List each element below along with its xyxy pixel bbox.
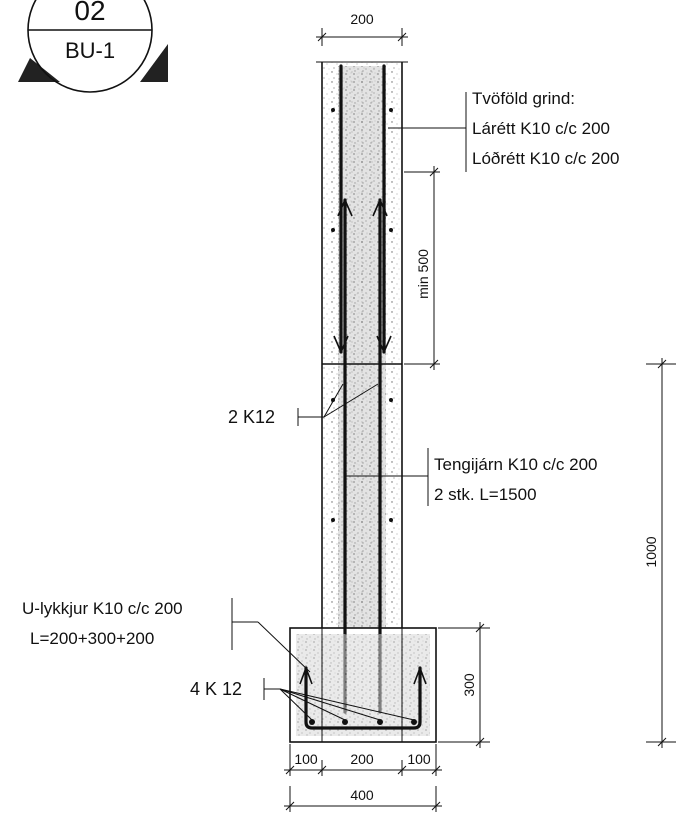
wall xyxy=(316,61,408,628)
label-u-bars: U-lykkjur K10 c/c 200 L=200+300+200 xyxy=(22,598,311,673)
label-dowels-line2: 2 stk. L=1500 xyxy=(434,485,537,504)
dim-footing-width-text: 400 xyxy=(350,787,374,803)
label-u-bars-line1: U-lykkjur K10 c/c 200 xyxy=(22,599,183,618)
wall-rebar xyxy=(331,64,393,714)
badge-bottom-text: BU-1 xyxy=(65,38,115,63)
dim-height-total-text: 1000 xyxy=(643,536,659,567)
dim-footing-height-text: 300 xyxy=(461,673,477,697)
dim-height-total: 1000 xyxy=(643,358,676,748)
dim-wall-width-text: 200 xyxy=(350,11,374,27)
dim-seg-left-text: 100 xyxy=(294,751,318,767)
dim-footing-segments: 100 200 100 xyxy=(284,744,442,776)
label-footing-bars-text: 4 K 12 xyxy=(190,679,242,699)
label-grid-title: Tvöföld grind: xyxy=(472,89,575,108)
dim-footing-width: 400 xyxy=(284,786,442,812)
label-footing-bars: 4 K 12 xyxy=(190,678,415,721)
label-grid-line2: Lóðrétt K10 c/c 200 xyxy=(472,149,619,168)
label-dowels: Tengijárn K10 c/c 200 2 stk. L=1500 xyxy=(380,448,598,506)
label-double-grid: Tvöföld grind: Lárétt K10 c/c 200 Lóðrét… xyxy=(388,89,619,172)
label-wall-bars: 2 K12 xyxy=(228,383,379,427)
dim-footing-height: 300 xyxy=(438,622,490,748)
footing xyxy=(289,627,437,743)
badge-top-text: 02 xyxy=(74,0,105,26)
label-u-bars-line2: L=200+300+200 xyxy=(30,629,154,648)
label-grid-line1: Lárétt K10 c/c 200 xyxy=(472,119,610,138)
dim-min-lap-text: min 500 xyxy=(415,249,431,299)
u-bar xyxy=(304,666,422,730)
dim-seg-right-text: 100 xyxy=(407,751,431,767)
label-wall-bars-text: 2 K12 xyxy=(228,407,275,427)
label-dowels-line1: Tengijárn K10 c/c 200 xyxy=(434,455,598,474)
dim-wall-width: 200 xyxy=(316,11,408,46)
dim-seg-mid-text: 200 xyxy=(350,751,374,767)
detail-badge: 02 BU-1 xyxy=(18,0,168,93)
dim-min-lap: min 500 xyxy=(404,166,440,370)
